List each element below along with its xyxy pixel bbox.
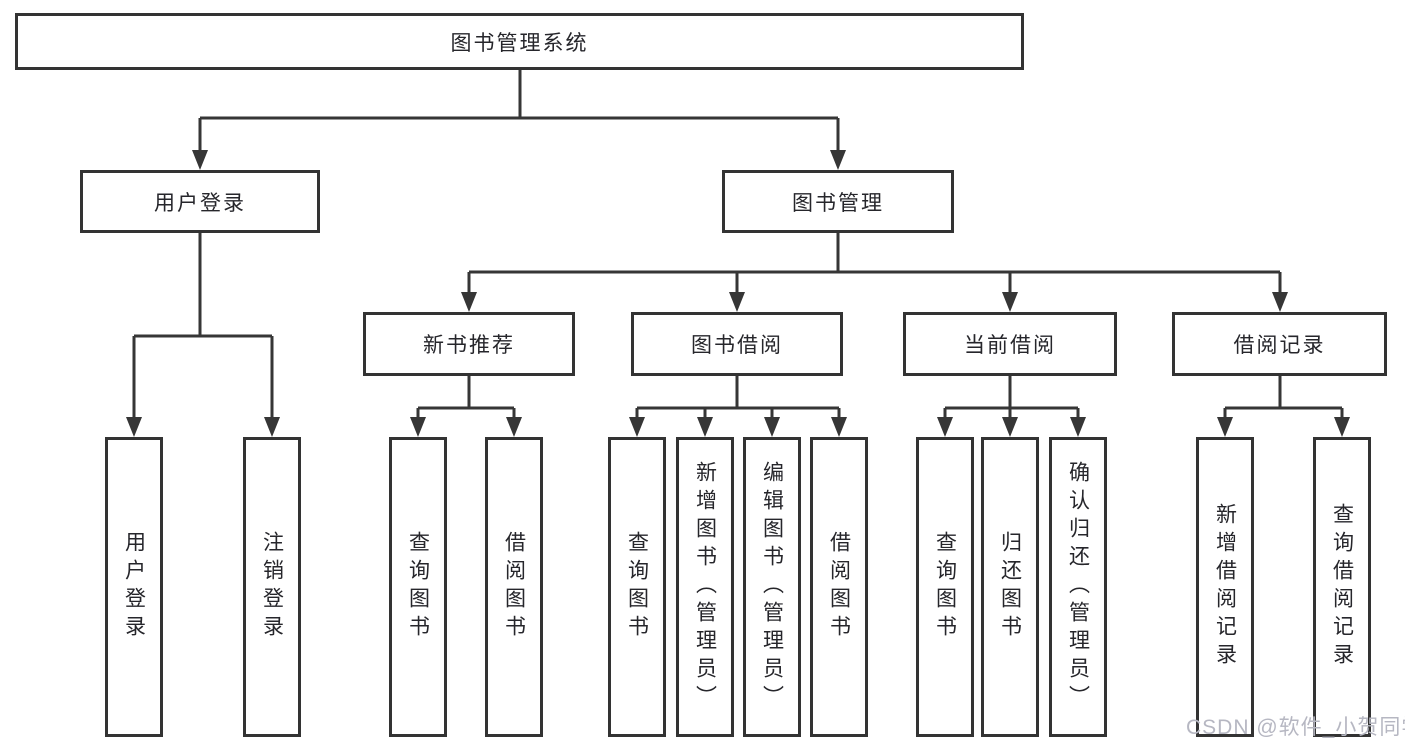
leaf-label: 新增图书（管理员） [693, 461, 717, 713]
node-book-management: 图书管理 [722, 170, 954, 233]
leaf-borrow-books-2: 借阅图书 [810, 437, 868, 737]
arrowhead-icon [264, 417, 280, 437]
connector-user-login-children [126, 233, 280, 437]
node-current-borrowing: 当前借阅 [903, 312, 1117, 376]
leaf-user-login: 用户登录 [105, 437, 163, 737]
arrowhead-icon [831, 417, 847, 437]
node-new-book-recommendation: 新书推荐 [363, 312, 575, 376]
leaf-label: 注销登录 [260, 531, 284, 643]
arrowhead-icon [729, 292, 745, 312]
leaf-label: 新增借阅记录 [1213, 503, 1237, 671]
leaf-label: 查询图书 [933, 531, 957, 643]
leaf-label: 查询图书 [406, 531, 430, 643]
leaf-borrow-books-1: 借阅图书 [485, 437, 543, 737]
arrowhead-icon [629, 417, 645, 437]
leaf-query-books-3: 查询图书 [916, 437, 974, 737]
node-label: 图书借阅 [691, 334, 783, 357]
node-label: 用户登录 [154, 191, 246, 215]
leaf-label: 用户登录 [122, 531, 146, 643]
arrowhead-icon [506, 417, 522, 437]
connector-new-book-rec-children [410, 376, 522, 437]
connector-current-borrow-children [937, 376, 1086, 437]
node-book-borrowing: 图书借阅 [631, 312, 843, 376]
leaf-logout: 注销登录 [243, 437, 301, 737]
connector-root-to-level2 [192, 70, 846, 170]
leaf-label: 归还图书 [998, 531, 1022, 643]
leaf-label: 编辑图书（管理员） [760, 461, 784, 713]
connector-book-mgmt-children [461, 233, 1288, 312]
arrowhead-icon [937, 417, 953, 437]
leaf-add-books-admin: 新增图书（管理员） [676, 437, 734, 737]
arrowhead-icon [1334, 417, 1350, 437]
connector-borrow-records-children [1217, 376, 1350, 437]
arrowhead-icon [192, 150, 208, 170]
leaf-edit-books-admin: 编辑图书（管理员） [743, 437, 801, 737]
leaf-label: 借阅图书 [502, 531, 526, 643]
leaf-query-borrow-record: 查询借阅记录 [1313, 437, 1371, 737]
leaf-query-books-2: 查询图书 [608, 437, 666, 737]
arrowhead-icon [1272, 292, 1288, 312]
node-label: 借阅记录 [1233, 334, 1326, 357]
arrowhead-icon [697, 417, 713, 437]
node-label: 新书推荐 [423, 334, 515, 357]
connector-book-borrow-children [629, 376, 847, 437]
arrowhead-icon [1070, 417, 1086, 437]
node-label: 当前借阅 [964, 334, 1056, 357]
arrowhead-icon [1002, 417, 1018, 437]
node-user-login: 用户登录 [80, 170, 320, 233]
node-library-management-system: 图书管理系统 [15, 13, 1024, 70]
arrowhead-icon [461, 292, 477, 312]
csdn-watermark: CSDN @软件_小贺同学 [1186, 716, 1405, 739]
leaf-label: 查询借阅记录 [1330, 503, 1354, 671]
node-label: 图书管理系统 [450, 31, 589, 55]
node-borrowing-records: 借阅记录 [1172, 312, 1387, 376]
leaf-return-books: 归还图书 [981, 437, 1039, 737]
leaf-add-borrow-record: 新增借阅记录 [1196, 437, 1254, 737]
leaf-query-books-1: 查询图书 [389, 437, 447, 737]
arrowhead-icon [830, 150, 846, 170]
leaf-label: 借阅图书 [827, 531, 851, 643]
node-label: 图书管理 [792, 191, 884, 215]
arrowhead-icon [1002, 292, 1018, 312]
leaf-label: 确认归还（管理员） [1066, 461, 1090, 713]
arrowhead-icon [1217, 417, 1233, 437]
leaf-label: 查询图书 [625, 531, 649, 643]
arrowhead-icon [410, 417, 426, 437]
leaf-confirm-return-admin: 确认归还（管理员） [1049, 437, 1107, 737]
arrowhead-icon [764, 417, 780, 437]
arrowhead-icon [126, 417, 142, 437]
